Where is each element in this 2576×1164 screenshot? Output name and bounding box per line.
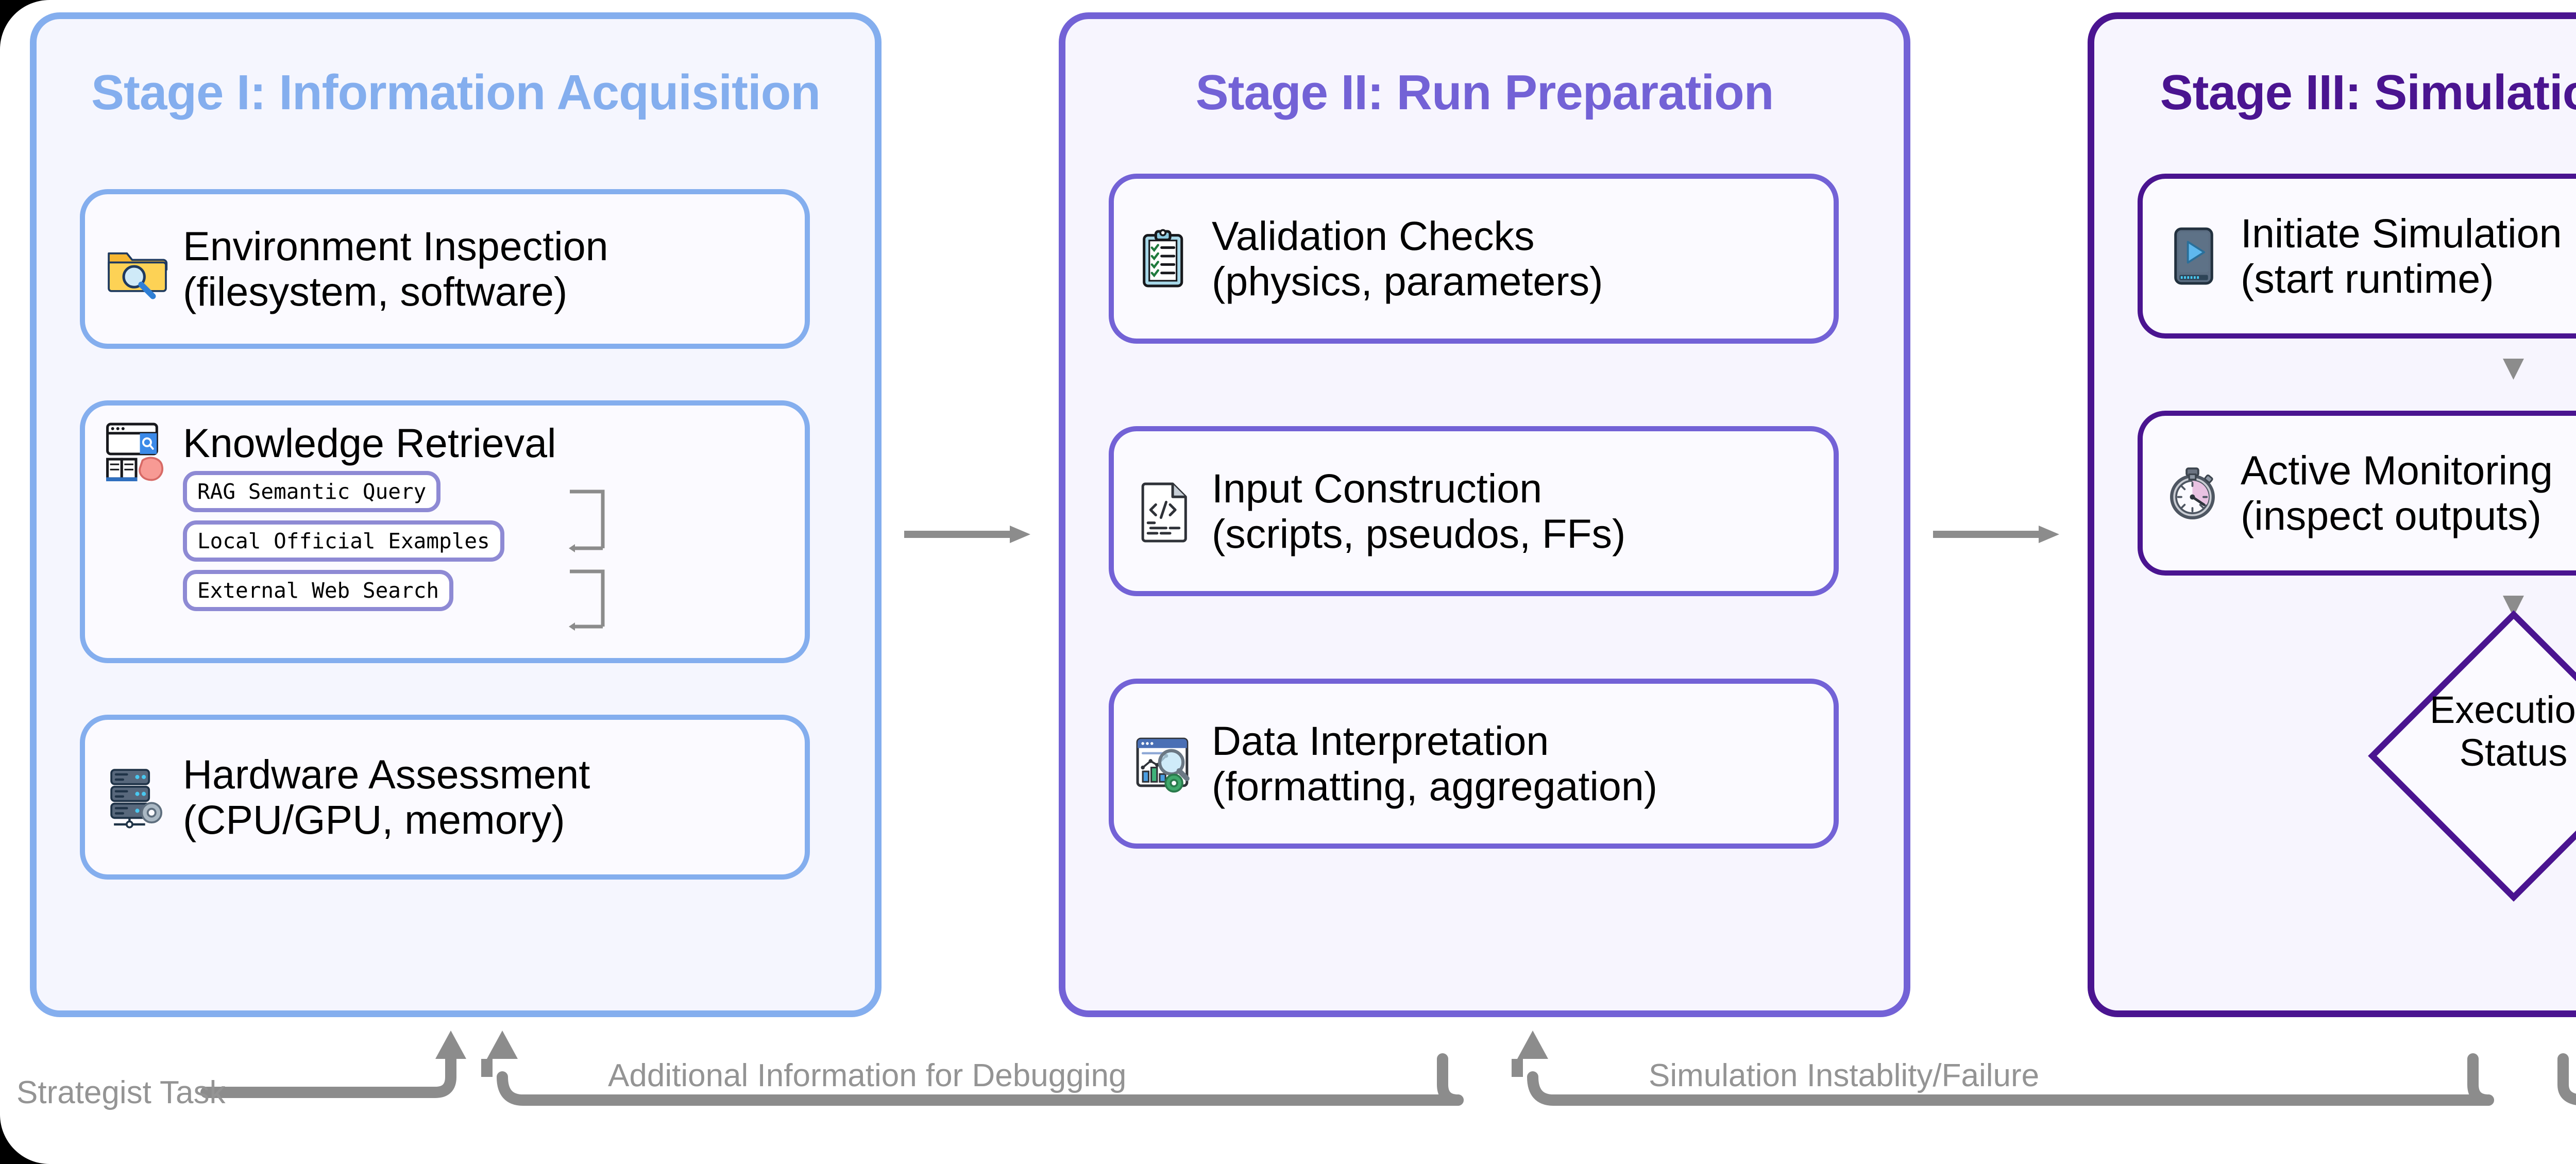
- card-knowledge-retrieval[interactable]: Knowledge Retrieval RAG Semantic Query L…: [80, 400, 810, 663]
- stage-3-title: Stage III: Simulation Execution: [2160, 65, 2576, 120]
- server-gear-icon: [103, 764, 170, 831]
- browser-book-brain-icon: [103, 418, 170, 485]
- card-line-1: Active Monitoring: [2241, 447, 2553, 493]
- stopwatch-icon: [2160, 460, 2227, 527]
- badge-rag-semantic-query[interactable]: RAG Semantic Query: [183, 470, 441, 512]
- card-label: Input Construction (scripts, pseudos, FF…: [1212, 465, 1626, 557]
- card-label: Initiate Simulation (start runtime): [2241, 210, 2562, 302]
- card-environment-inspection[interactable]: Environment Inspection (filesystem, soft…: [80, 189, 810, 349]
- card-initiate-simulation[interactable]: Initiate Simulation (start runtime): [2138, 174, 2576, 339]
- retrieval-source-list: RAG Semantic Query Local Official Exampl…: [183, 470, 605, 631]
- card-line-1: Hardware Assessment: [183, 751, 590, 797]
- knowledge-retrieval-body: Knowledge Retrieval RAG Semantic Query L…: [183, 418, 605, 631]
- arrow-stage2-to-stage3: [1933, 526, 2059, 543]
- status-line-2: Status: [2459, 731, 2568, 774]
- card-active-monitoring[interactable]: Active Monitoring (inspect outputs): [2138, 411, 2576, 576]
- card-line-2: (filesystem, software): [183, 268, 568, 314]
- stage-2-panel: Stage II: Run Preparation: [1059, 12, 1910, 1017]
- arrow-monitor-to-status: ▼: [2495, 584, 2532, 624]
- card-label: Data Interpretation (formatting, aggrega…: [1212, 718, 1657, 809]
- play-media-icon: [2160, 223, 2227, 290]
- label-simulation-instability: Simulation Instablity/Failure: [1649, 1058, 2040, 1093]
- card-line-1: Knowledge Retrieval: [183, 420, 556, 466]
- card-line-1: Environment Inspection: [183, 223, 608, 269]
- card-hardware-assessment[interactable]: Hardware Assessment (CPU/GPU, memory): [80, 715, 810, 880]
- stage-3-panel: Stage III: Simulation Execution Initiate…: [2088, 12, 2576, 1017]
- badge-external-web-search[interactable]: External Web Search: [183, 569, 453, 611]
- card-line-2: (CPU/GPU, memory): [183, 797, 565, 842]
- card-line-1: Input Construction: [1212, 465, 1543, 511]
- retrieval-hook-arrows: [569, 490, 605, 631]
- card-line-2: (formatting, aggregation): [1212, 763, 1658, 809]
- card-line-2: (inspect outputs): [2241, 493, 2542, 538]
- chart-magnifier-gear-icon: [1131, 730, 1198, 797]
- card-data-interpretation[interactable]: Data Interpretation (formatting, aggrega…: [1109, 679, 1839, 849]
- card-line-2: (physics, parameters): [1212, 258, 1603, 304]
- code-file-icon: [1131, 478, 1198, 545]
- execution-status-label: Execution Status: [2094, 688, 2576, 774]
- label-additional-information: Additional Information for Debugging: [608, 1058, 1127, 1093]
- arrow-stage1-to-stage2: [904, 526, 1030, 543]
- card-line-2: (scripts, pseudos, FFs): [1212, 511, 1626, 556]
- card-line-1: Data Interpretation: [1212, 717, 1549, 764]
- card-validation-checks[interactable]: Validation Checks (physics, parameters): [1109, 174, 1839, 344]
- card-line-2: (start runtime): [2241, 256, 2494, 301]
- clipboard-check-icon: [1131, 225, 1198, 292]
- card-label: Hardware Assessment (CPU/GPU, memory): [183, 751, 590, 843]
- card-label: Active Monitoring (inspect outputs): [2241, 447, 2553, 539]
- stage-1-title: Stage I: Information Acquisition: [91, 65, 821, 120]
- card-line-1: Validation Checks: [1212, 212, 1535, 259]
- arrow-initiate-to-monitor: ▼: [2495, 347, 2532, 387]
- stage-2-title: Stage II: Run Preparation: [1195, 65, 1774, 120]
- card-label: Validation Checks (physics, parameters): [1212, 213, 1603, 305]
- stage-1-panel: Stage I: Information Acquisition Environ…: [30, 12, 882, 1017]
- card-line-1: Initiate Simulation: [2241, 210, 2562, 256]
- status-line-1: Execution: [2430, 688, 2576, 731]
- card-label: Environment Inspection (filesystem, soft…: [183, 223, 608, 315]
- card-input-construction[interactable]: Input Construction (scripts, pseudos, FF…: [1109, 426, 1839, 596]
- feedback-routing: [200, 1031, 2576, 1106]
- label-strategist-task: Strategist Task: [16, 1075, 226, 1110]
- folder-search-icon: [103, 235, 170, 302]
- badge-local-official-examples[interactable]: Local Official Examples: [183, 520, 504, 562]
